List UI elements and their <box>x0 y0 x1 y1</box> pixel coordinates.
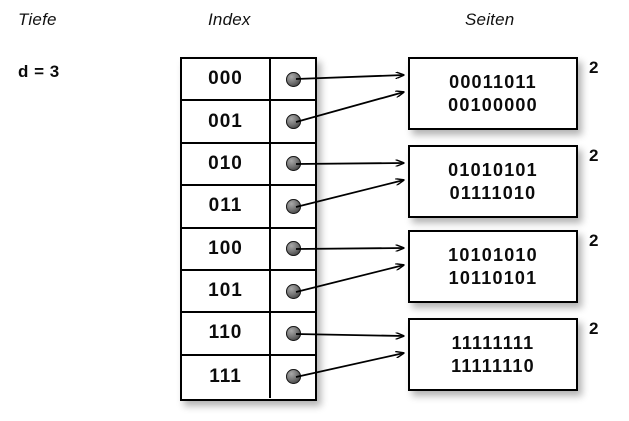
local-depth-badge: 2 <box>589 146 599 165</box>
pages-column-header: Seiten <box>465 10 515 29</box>
directory-pointer-cell <box>271 101 315 141</box>
filled-circle-pointer-icon <box>285 325 301 341</box>
filled-circle-pointer-icon <box>285 241 301 257</box>
global-depth-value: d = 3 <box>18 62 60 81</box>
filled-circle-pointer-icon <box>285 283 301 299</box>
page-record: 11111111 <box>451 332 535 353</box>
filled-circle-pointer-icon <box>285 71 301 87</box>
directory-pointer-cell <box>271 59 315 99</box>
table-row: 101 <box>182 270 315 314</box>
table-row: 001 <box>182 101 315 144</box>
directory-pointer-cell <box>271 356 315 398</box>
page-record: 00100000 <box>448 94 538 115</box>
directory-key: 101 <box>182 270 271 312</box>
directory-key: 011 <box>182 186 271 227</box>
local-depth-badge: 2 <box>589 319 599 338</box>
index-column-header: Index <box>208 10 251 29</box>
filled-circle-pointer-icon <box>285 369 301 385</box>
directory-table: 000 001 010 011 100 <box>180 57 317 401</box>
page-record: 10101010 <box>448 244 538 265</box>
page-record: 00011011 <box>449 71 537 92</box>
filled-circle-pointer-icon <box>285 114 301 130</box>
directory-pointer-cell <box>271 144 315 184</box>
table-row: 000 <box>182 59 315 102</box>
directory-key: 100 <box>182 228 271 269</box>
directory-key: 110 <box>182 313 271 354</box>
directory-key: 111 <box>182 355 271 398</box>
directory-pointer-cell <box>271 271 315 311</box>
table-row: 111 <box>182 355 315 398</box>
filled-circle-pointer-icon <box>285 156 301 172</box>
depth-column-header: Tiefe <box>18 10 57 29</box>
directory-pointer-cell <box>271 313 315 353</box>
local-depth-badge: 2 <box>589 58 599 77</box>
local-depth-badge: 2 <box>589 231 599 250</box>
directory-key: 001 <box>182 101 271 142</box>
directory-pointer-cell <box>271 186 315 226</box>
table-row: 010 <box>182 143 315 187</box>
page-block: 10101010 10110101 <box>408 230 578 303</box>
page-block: 01010101 01111010 <box>408 145 578 218</box>
table-row: 100 <box>182 228 315 271</box>
table-row: 011 <box>182 186 315 229</box>
directory-key: 010 <box>182 143 271 185</box>
filled-circle-pointer-icon <box>285 198 301 214</box>
page-block: 11111111 11111110 <box>408 318 578 391</box>
table-row: 110 <box>182 313 315 356</box>
page-record: 01111010 <box>449 182 537 203</box>
page-record: 10110101 <box>448 267 538 288</box>
page-record: 01010101 <box>448 159 538 180</box>
page-record: 11111110 <box>451 355 535 376</box>
directory-key: 000 <box>182 59 271 100</box>
directory-pointer-cell <box>271 229 315 269</box>
page-block: 00011011 00100000 <box>408 57 578 130</box>
